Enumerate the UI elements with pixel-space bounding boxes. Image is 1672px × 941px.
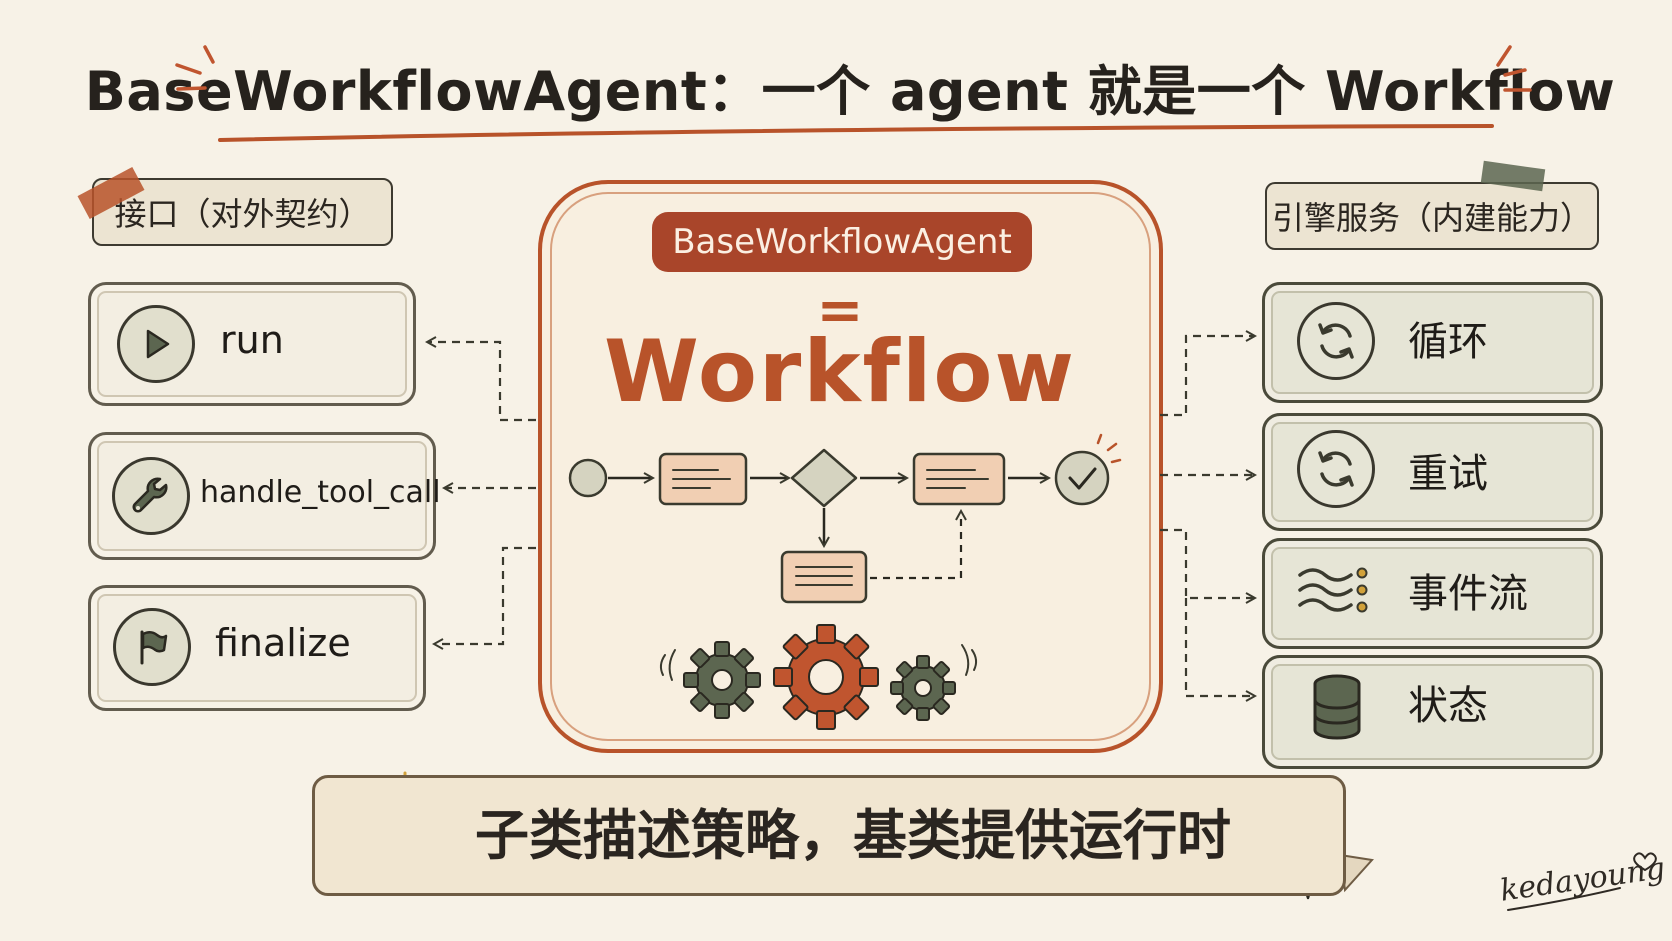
end-check-node: [1054, 450, 1110, 506]
engine-label-state: 状态: [1408, 683, 1488, 729]
page-title: BaseWorkflowAgent：一个 agent 就是一个 Workflow: [84, 59, 1616, 123]
decision-node: [790, 448, 858, 508]
left-connectors: [428, 342, 536, 644]
wrench-icon: [112, 457, 190, 535]
engine-card-loop: [1262, 282, 1603, 403]
right-connectors: [1160, 336, 1254, 696]
engine-label-loop: 循环: [1408, 319, 1488, 365]
title-underline: [218, 124, 1494, 142]
engine-services-tag-label: 引擎服务（内建能力）: [1271, 199, 1592, 237]
summary-banner: [312, 775, 1346, 896]
flag-icon: [113, 608, 191, 686]
engine-label-event-stream: 事件流: [1408, 571, 1528, 617]
engine-card-event-stream: [1262, 538, 1603, 649]
signature-underline: [1507, 887, 1621, 911]
title-spark-left: [175, 45, 215, 91]
right-tag-tape: [1480, 160, 1546, 192]
mini-workflow-diagram: [568, 433, 1122, 604]
retry-icon: [1297, 430, 1375, 508]
equals-sign: =: [816, 277, 864, 343]
summary-text: 子类描述策略，基类提供运行时: [475, 803, 1231, 867]
left-tag-tape: [77, 166, 145, 220]
heart-icon: [1633, 852, 1657, 872]
title-spark-right: [1496, 45, 1532, 92]
interface-label-handle-tool-call: handle_tool_call: [200, 474, 441, 510]
database-icon: [1310, 672, 1365, 742]
play-icon: [117, 305, 195, 383]
interface-tag-label: 接口（对外契约）: [114, 195, 371, 233]
workflow-word: Workflow: [604, 322, 1076, 422]
engine-label-retry: 重试: [1408, 451, 1488, 497]
interface-label-run: run: [220, 318, 284, 362]
gear-icon: [659, 624, 978, 730]
start-node: [568, 458, 608, 498]
loop-icon: [1297, 302, 1375, 380]
agent-pill: BaseWorkflowAgent: [652, 212, 1032, 272]
engine-services-tag: 引擎服务（内建能力）: [1265, 182, 1599, 250]
event-stream-icon: [1295, 560, 1375, 620]
interface-label-finalize: finalize: [215, 621, 351, 665]
interface-card-handle-tool-call: [88, 432, 436, 560]
